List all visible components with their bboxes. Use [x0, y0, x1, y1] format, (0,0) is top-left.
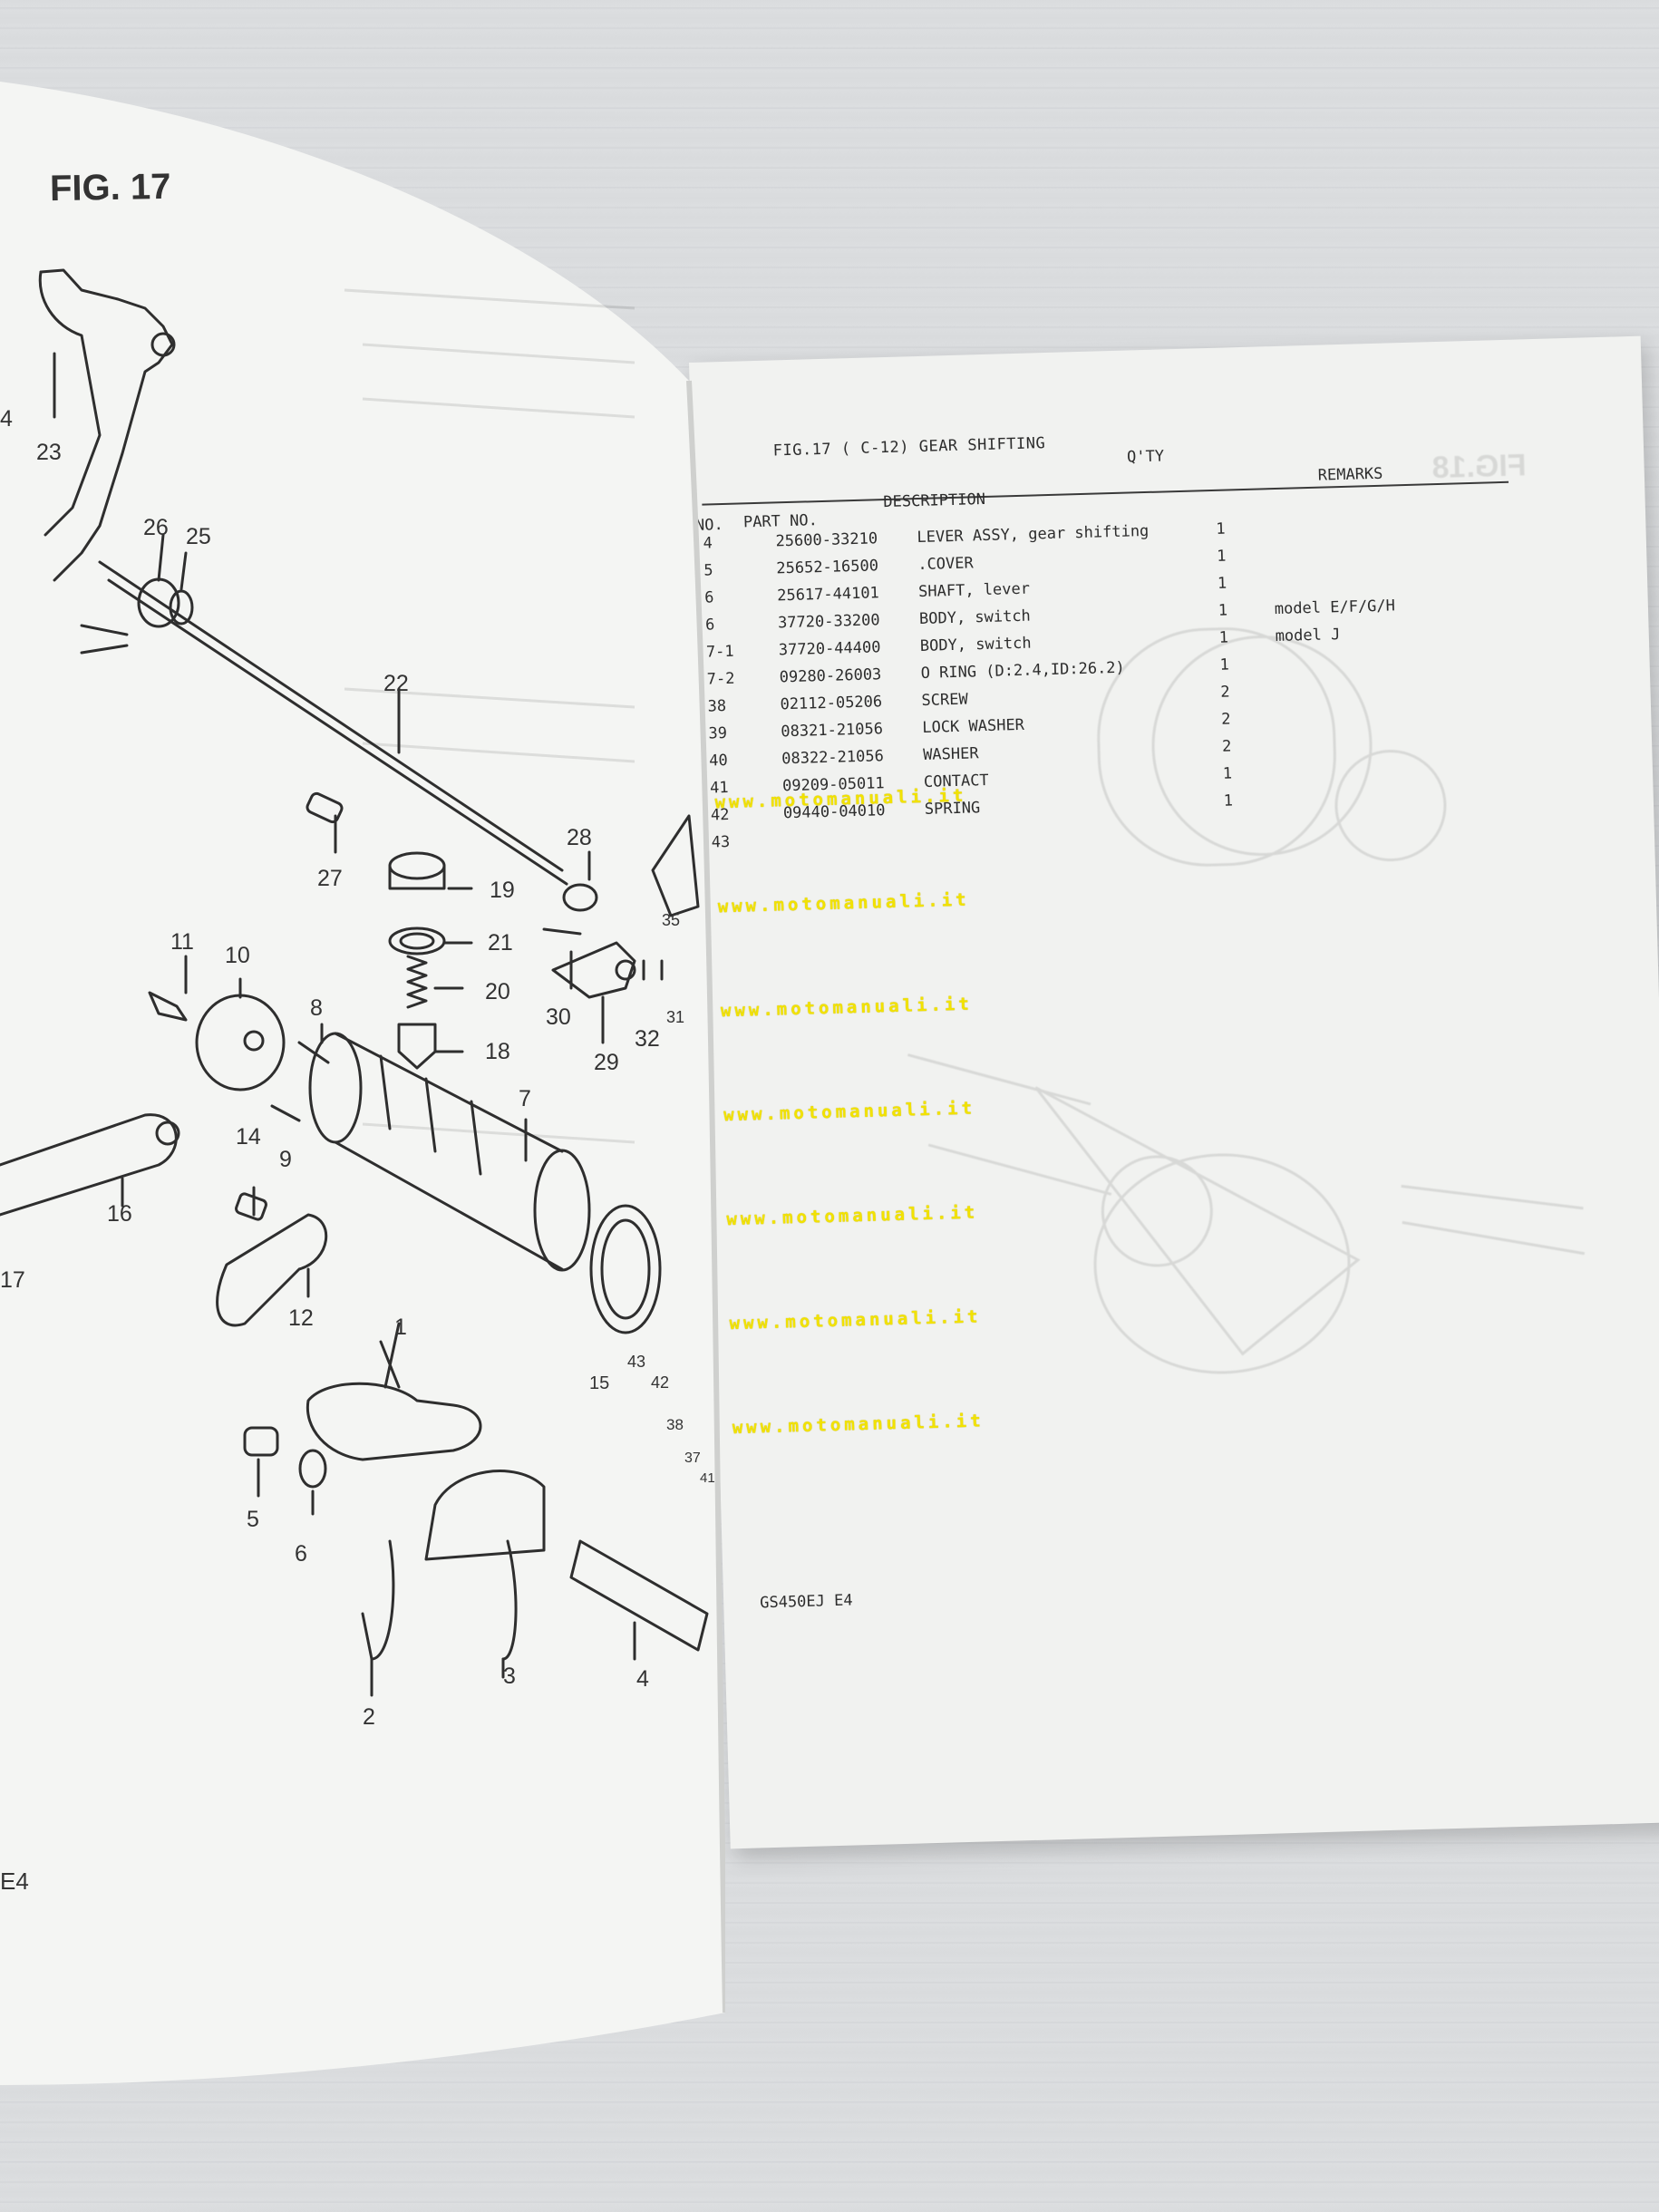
callout-label: 27 [317, 866, 343, 891]
header-description: DESCRIPTION [883, 490, 986, 512]
callout-label: 1 [394, 1315, 407, 1340]
callout-label: 15 [589, 1373, 610, 1393]
callout-label: 26 [143, 515, 169, 540]
callout-label: 25 [186, 524, 211, 549]
callout-label: 10 [225, 943, 250, 968]
callout-label: 30 [546, 1004, 571, 1030]
callout-label: 38 [666, 1416, 684, 1433]
callout-label: 7 [519, 1086, 531, 1111]
callout-label: 37 [684, 1450, 701, 1466]
callout-label: 31 [666, 1008, 685, 1026]
callout-label: 11 [170, 929, 194, 955]
callout-label: 4 [0, 406, 13, 432]
left-page [0, 82, 725, 2085]
right-page: FIG.18 FIG.17 ( C-12) GEAR SHIFTING Q'TY… [689, 335, 1659, 1849]
header-part-no: PART NO. [742, 511, 819, 532]
callout-label: 16 [107, 1201, 132, 1227]
callout-label: 23 [36, 440, 62, 465]
header-remarks: REMARKS [1317, 464, 1383, 485]
header-qty: Q'TY [1126, 447, 1165, 467]
bleed-heading: FIG.18 [1431, 448, 1527, 485]
callout-label: 12 [288, 1305, 314, 1331]
callout-label: 4 [636, 1666, 649, 1692]
footer-model-code: GS450EJ E4 [759, 1591, 853, 1613]
callout-label: 20 [485, 979, 510, 1004]
callout-label: 3 [503, 1664, 516, 1689]
callout-label: 42 [651, 1373, 670, 1392]
parts-table: FIG.17 ( C-12) GEAR SHIFTING Q'TY REMARK… [695, 422, 1517, 852]
callout-label: 21 [488, 930, 513, 956]
callout-label: 9 [279, 1147, 292, 1172]
callout-label: 18 [485, 1039, 510, 1064]
callout-label: 41 [700, 1470, 715, 1486]
callout-label: 29 [594, 1050, 619, 1075]
show-through-drawing: FIG.18 [907, 448, 1586, 1374]
callout-label: 2 [363, 1704, 375, 1730]
callout-label: 6 [295, 1541, 307, 1567]
callout-label: 17 [0, 1267, 25, 1293]
page-corner-code: E4 [0, 1868, 29, 1895]
callout-label: 5 [247, 1507, 259, 1532]
callout-label: 22 [383, 671, 409, 696]
callout-label: 28 [567, 825, 592, 850]
callout-label: 35 [662, 911, 681, 929]
callout-label: 8 [310, 995, 323, 1021]
figure-heading: FIG. 17 [49, 166, 171, 209]
callout-label: 19 [490, 878, 515, 903]
callout-label: 43 [627, 1353, 646, 1371]
callout-label: 32 [635, 1026, 660, 1052]
callout-label: 14 [236, 1124, 261, 1150]
